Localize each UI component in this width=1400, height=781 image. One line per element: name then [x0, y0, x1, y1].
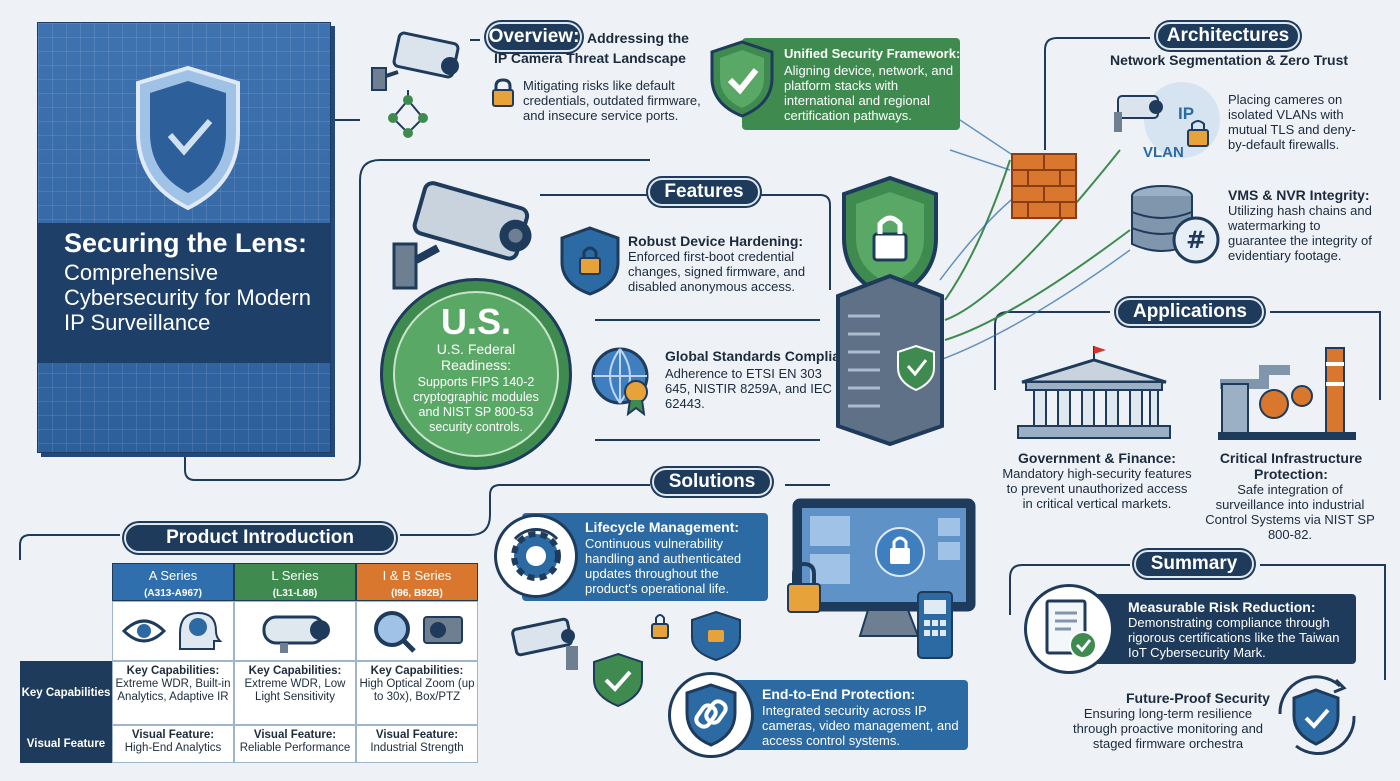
risk-title: Measurable Risk Reduction:	[1128, 599, 1316, 615]
ip-label: IP	[1178, 104, 1195, 123]
shield-lock-icon	[560, 226, 620, 296]
svg-text:#: #	[1186, 226, 1206, 254]
features-heading: Features	[648, 178, 760, 206]
architectures-heading: Architectures	[1156, 22, 1300, 50]
orange-padlock-icon	[787, 561, 821, 613]
series-l-code: (L31-L88)	[272, 588, 318, 599]
series-l-visual: Visual Feature: Reliable Performance	[234, 725, 356, 763]
database-hash-icon: #	[1131, 185, 1220, 264]
monitor-security-icon	[792, 498, 976, 659]
federal-text: Supports FIPS 140-2 cryptographic module…	[413, 375, 539, 434]
series-l-header: L Series (L31-L88)	[234, 563, 356, 601]
shield-arrows-icon	[1278, 675, 1356, 756]
solutions-heading: Solutions	[652, 468, 772, 496]
book-subtitle: Comprehensive Cybersecurity for Modern I…	[64, 260, 311, 335]
vms-text: Utilizing hash chains and watermarking t…	[1228, 203, 1372, 263]
hardening-title: Robust Device Hardening:	[628, 233, 804, 249]
row-label-capabilities: Key Capabilities	[20, 661, 112, 725]
infra-text: Safe integration of surveillance into in…	[1205, 482, 1375, 542]
server-shield-icon	[836, 176, 944, 446]
globe-certificate-icon	[591, 347, 649, 417]
shield-icon	[136, 65, 240, 211]
framework-title: Unified Security Framework:	[784, 46, 961, 61]
global-text: Adherence to ETSI EN 303 645, NISTIR 825…	[665, 366, 832, 411]
row-label-visual: Visual Feature	[20, 725, 112, 763]
firewall-brick-icon	[1011, 153, 1077, 219]
framework-panel	[742, 38, 960, 130]
series-ib-code: (I96, B92B)	[391, 588, 443, 599]
e2e-chain-shield-icon	[668, 672, 754, 758]
book-cover: Securing the Lens: Comprehensive Cyberse…	[37, 22, 331, 453]
series-a-code: (A313-A967)	[144, 588, 202, 599]
certificate-check-icon	[1024, 584, 1114, 674]
federal-us-label: U.S.	[440, 301, 511, 342]
ip-camera-network-icon	[371, 31, 460, 138]
bullet-camera-icon	[262, 615, 330, 653]
future-text: Ensuring long-term resilience through pr…	[1072, 706, 1264, 751]
vlan-text: Placing cameres on isolated VLANs with m…	[1228, 92, 1356, 152]
zoom-box-camera-icon	[374, 611, 463, 653]
lifecycle-title: Lifecycle Management:	[585, 519, 740, 535]
gov-title: Government & Finance:	[1018, 450, 1176, 466]
title-band	[38, 223, 330, 363]
book-title: Securing the Lens:	[64, 228, 308, 258]
overview-text: Mitigating risks like default credential…	[523, 78, 701, 123]
applications-heading: Applications	[1116, 298, 1264, 326]
padlock-icon	[492, 78, 514, 107]
global-title: Global Standards Compliance:	[665, 348, 869, 364]
gov-text: Mandatory high-security features to prev…	[1002, 466, 1192, 511]
series-ib-header: I & B Series (I96, B92B)	[356, 563, 478, 601]
shield-check-icon	[710, 40, 774, 118]
series-l-image	[234, 601, 356, 661]
federal-title: U.S. Federal Readiness:	[436, 341, 516, 373]
e2e-title: End-to-End Protection:	[762, 686, 916, 702]
overview-heading: Overview:	[486, 22, 582, 52]
vms-title: VMS & NVR Integrity:	[1228, 187, 1370, 203]
federal-badge: U.S. U.S. Federal Readiness: Supports FI…	[380, 278, 572, 470]
overview-heading-rest: Addressing the	[587, 30, 689, 46]
series-ib-image	[356, 601, 478, 661]
product-heading: Product Introduction	[124, 523, 396, 553]
vlan-label: VLAN	[1143, 144, 1184, 161]
future-title: Future-Proof Security	[1126, 690, 1270, 706]
series-a-name: A Series	[148, 568, 198, 583]
eye-brain-icon	[121, 611, 223, 650]
summary-heading: Summary	[1134, 550, 1254, 578]
series-a-capabilities: Key Capabilities: Extreme WDR, Built-in …	[112, 661, 234, 725]
series-ib-name: I & B Series	[382, 568, 452, 583]
industrial-plant-icon	[1218, 347, 1356, 440]
series-l-capabilities: Key Capabilities: Extreme WDR, Low Light…	[234, 661, 356, 725]
cctv-camera-icon	[392, 181, 532, 290]
government-building-icon	[1017, 346, 1171, 439]
hardening-text: Enforced first-boot credential changes, …	[628, 249, 806, 294]
architectures-subheading: Network Segmentation & Zero Trust	[1110, 52, 1349, 68]
infra-title: Critical Infrastructure Protection:	[1219, 450, 1363, 482]
device-network-icon	[511, 610, 741, 708]
lifecycle-gear-icon	[494, 514, 578, 598]
risk-text: Demonstrating compliance through rigorou…	[1128, 615, 1340, 660]
lifecycle-text: Continuous vulnerability handling and au…	[585, 536, 742, 596]
overview-heading-line2: IP Camera Threat Landscape	[494, 50, 686, 66]
vlan-camera-icon	[1114, 82, 1220, 158]
e2e-text: Integrated security across IP cameras, v…	[762, 703, 959, 748]
series-ib-visual: Visual Feature: Industrial Strength	[356, 725, 478, 763]
product-table: A Series (A313-A967) L Series (L31-L88) …	[20, 563, 478, 763]
series-l-name: L Series	[271, 568, 319, 583]
series-a-image	[112, 601, 234, 661]
series-a-visual: Visual Feature: High-End Analytics	[112, 725, 234, 763]
series-a-header: A Series (A313-A967)	[112, 563, 234, 601]
series-ib-capabilities: Key Capabilities: High Optical Zoom (up …	[356, 661, 478, 725]
framework-text: Aligning device, network, and platform s…	[784, 63, 954, 123]
